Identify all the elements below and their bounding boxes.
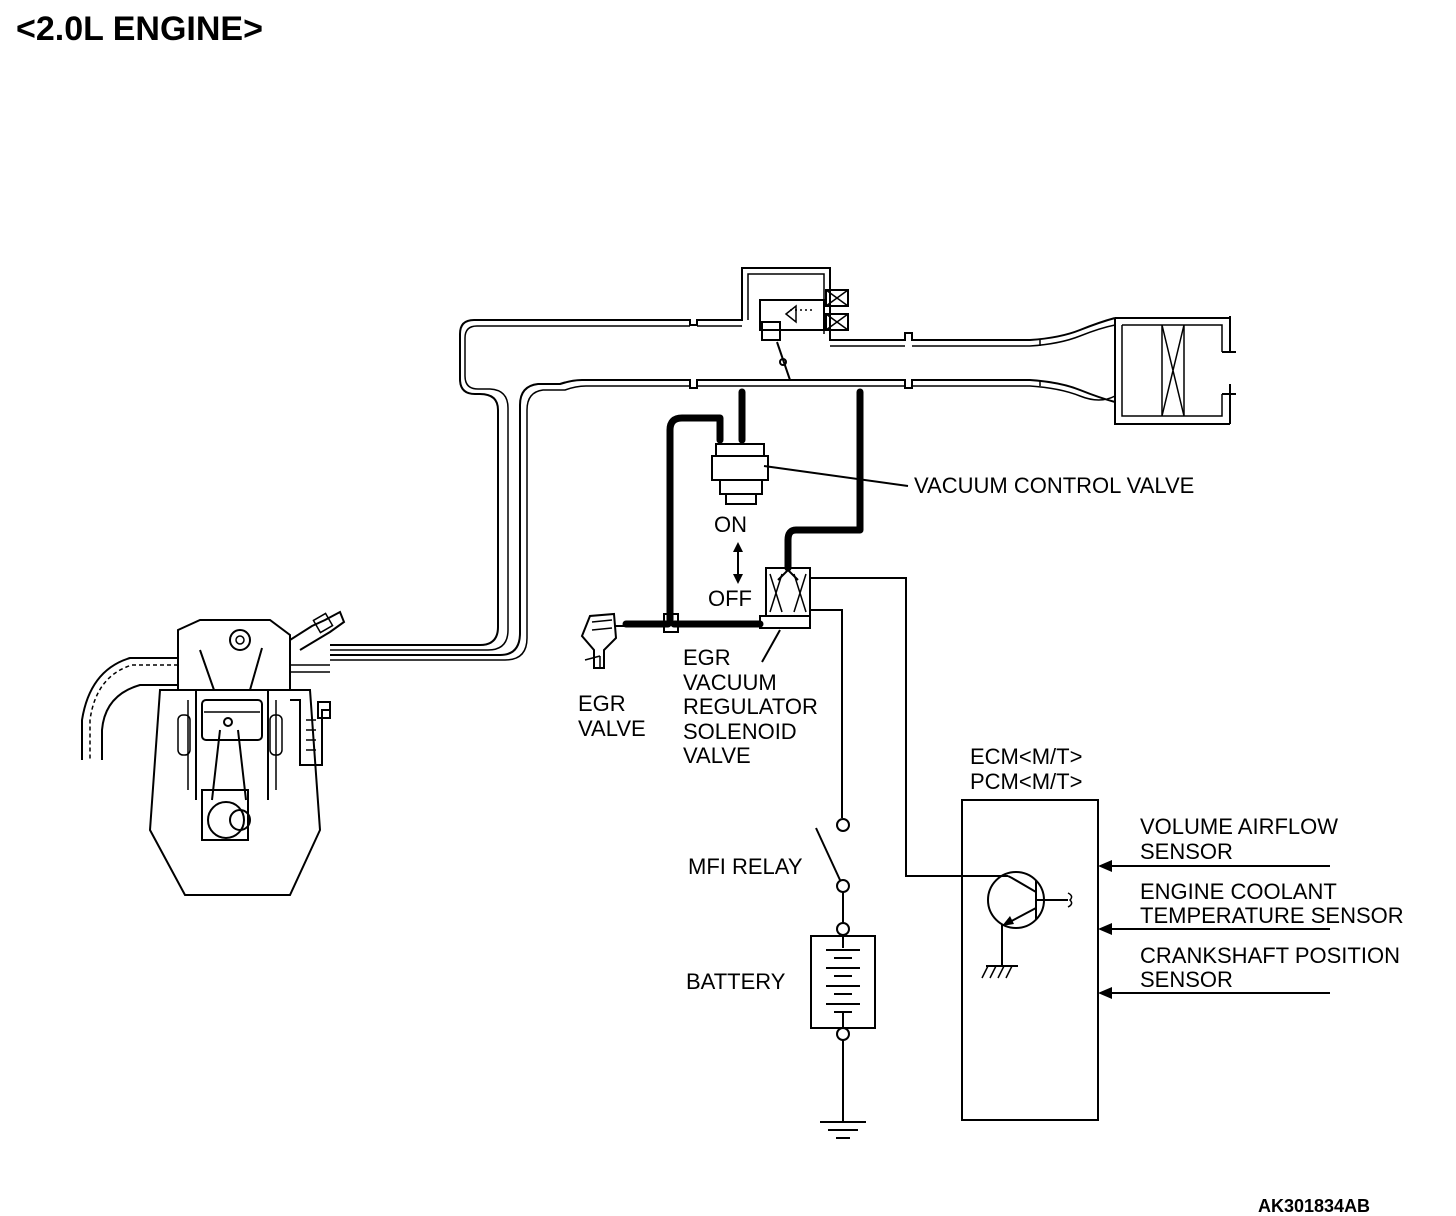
egr-valve [580,612,626,669]
idle-air-control-actuator [759,289,849,381]
vacuum-control-valve-label: VACUUM CONTROL VALVE [914,473,1194,498]
on-label: ON [714,512,747,537]
egr-solenoid-label: EGR VACUUM REGULATOR SOLENOID VALVE [683,645,824,768]
wiring [810,577,1008,877]
battery-label: BATTERY [686,969,786,994]
egr-valve-label: EGR VALVE [578,691,646,741]
sensor-inputs: VOLUME AIRFLOW SENSOR ENGINE COOLANT TEM… [1098,814,1406,999]
vacuum-control-valve: VACUUM CONTROL VALVE [711,443,1194,505]
sensor-label-volume-airflow: VOLUME AIRFLOW SENSOR [1140,814,1344,864]
ecm-pcm: ECM<M/T> PCM<M/T> [961,744,1099,1121]
engine-cross-section [81,610,346,896]
figure-code: AK301834AB [1258,1196,1370,1216]
mfi-relay: MFI RELAY [688,818,850,923]
intake-pipe [330,267,1116,661]
vacuum-hoses [622,388,864,633]
mfi-relay-label: MFI RELAY [688,854,803,879]
on-off-indicator: ON OFF [708,512,752,611]
sensor-label-engine-coolant: ENGINE COOLANT TEMPERATURE SENSOR [1140,879,1404,928]
off-label: OFF [708,586,752,611]
diagram-title: <2.0L ENGINE> [16,10,263,48]
ecm-label: ECM<M/T> PCM<M/T> [970,744,1089,794]
battery: BATTERY [686,922,876,1139]
air-cleaner [1114,316,1236,425]
sensor-label-crankshaft: CRANKSHAFT POSITION SENSOR [1140,943,1406,992]
egr-vacuum-regulator-solenoid-valve [759,567,811,663]
